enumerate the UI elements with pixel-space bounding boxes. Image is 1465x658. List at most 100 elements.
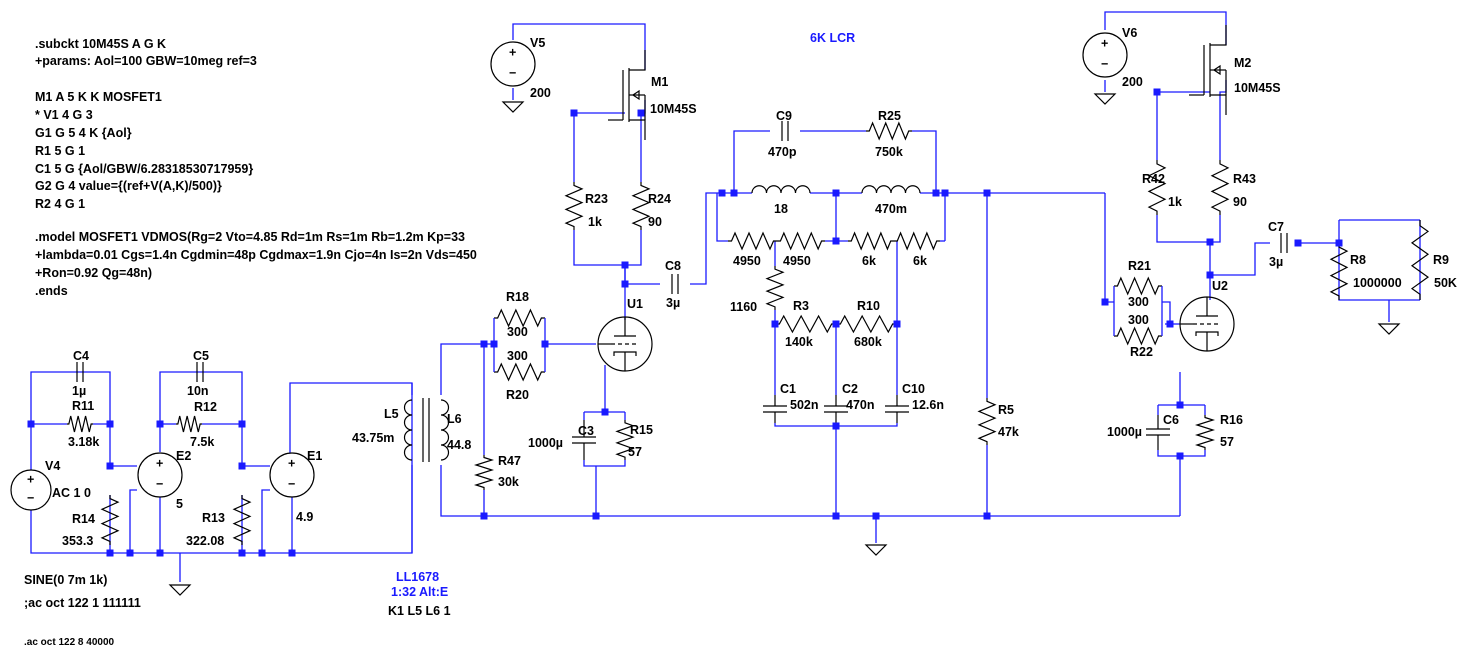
- component-label: R9: [1433, 253, 1449, 267]
- res-R18: [494, 308, 545, 328]
- component-label: R3: [793, 299, 809, 313]
- minus-sign: −: [1101, 57, 1108, 71]
- component-label: 7.5k: [190, 435, 214, 449]
- component-label: R24: [648, 192, 671, 206]
- component-label: M1: [651, 75, 668, 89]
- component-label: C10: [902, 382, 925, 396]
- res-network: [894, 231, 940, 251]
- component-label: 680k: [854, 335, 882, 349]
- junction-dot: [832, 512, 840, 520]
- junction-dot: [1101, 298, 1109, 306]
- label-V4: V4: [45, 459, 60, 473]
- inductor-series: [751, 185, 811, 194]
- junction-dot: [730, 189, 738, 197]
- component-label: M2: [1234, 56, 1251, 70]
- res-R12: [176, 415, 202, 433]
- component-label: V5: [530, 36, 545, 50]
- component-label: 43.75m: [352, 431, 394, 445]
- mosfet-drain: [1210, 25, 1227, 46]
- junction-dot: [27, 420, 35, 428]
- component-label: 50K: [1434, 276, 1457, 290]
- mosfet-arrow: [1212, 64, 1221, 76]
- component-label: L5: [384, 407, 399, 421]
- component-label: 6k: [913, 254, 927, 268]
- junction-dot: [718, 189, 726, 197]
- component-label: 1000µ: [1107, 425, 1142, 439]
- subckt-line: M1 A 5 K K MOSFET1: [35, 90, 162, 104]
- junction-dot: [893, 320, 901, 328]
- component-label: R13: [202, 511, 225, 525]
- component-label: R12: [194, 400, 217, 414]
- res-R42: [1147, 160, 1167, 215]
- junction-dot: [156, 420, 164, 428]
- res-R11: [67, 415, 93, 433]
- component-label: E2: [176, 449, 191, 463]
- res-network: [765, 266, 785, 310]
- component-label: 4950: [783, 254, 811, 268]
- component-label: R20: [506, 388, 529, 402]
- junction-dot: [156, 549, 164, 557]
- junction-dot: [126, 549, 134, 557]
- subckt-line: +lambda=0.01 Cgs=1.4n Cgdmin=48p Cgdmax=…: [35, 248, 477, 262]
- component-label: 1160: [730, 300, 757, 314]
- component-label: 1000µ: [528, 436, 563, 450]
- junction-dot: [1176, 452, 1184, 460]
- component-label: 200: [530, 86, 551, 100]
- subckt-line: G1 G 5 4 K {Aol}: [35, 126, 132, 140]
- component-label: 30k: [498, 475, 519, 489]
- component-label: R5: [998, 403, 1014, 417]
- source-E2: [137, 452, 183, 498]
- junction-dot: [238, 462, 246, 470]
- component-label: 47k: [998, 425, 1019, 439]
- plus-sign: +: [27, 472, 34, 486]
- component-label: R22: [1130, 345, 1153, 359]
- component-label: R25: [878, 109, 901, 123]
- junction-dot: [1335, 239, 1343, 247]
- component-label: 1k: [1168, 195, 1182, 209]
- res-R43: [1210, 160, 1230, 215]
- plus-sign: +: [1101, 37, 1108, 51]
- res-R16: [1194, 415, 1216, 450]
- res-network: [777, 231, 825, 251]
- ground-symbol: [168, 584, 192, 596]
- plus-sign: +: [288, 457, 295, 471]
- ground-symbol: [864, 544, 888, 556]
- component-label: R47: [498, 454, 521, 468]
- plus-sign: +: [509, 46, 516, 60]
- source-V6: [1082, 32, 1128, 78]
- res-R14: [100, 495, 120, 545]
- component-label: 3µ: [666, 296, 680, 310]
- component-label: 10M45S: [1234, 81, 1281, 95]
- value-V4: AC 1 0: [52, 486, 91, 500]
- res-R24: [631, 182, 651, 230]
- source-E1: [269, 452, 315, 498]
- component-label: 322.08: [186, 534, 224, 548]
- transformer-ratio: 1:32 Alt:E: [391, 585, 448, 599]
- res-R21: [1114, 276, 1162, 296]
- component-label: 5: [176, 497, 183, 511]
- sine-directive: SINE(0 7m 1k): [24, 573, 107, 587]
- res-R22: [1114, 326, 1162, 346]
- res-R20: [494, 362, 545, 382]
- subckt-line: C1 5 G {Aol/GBW/6.28318530717959}: [35, 162, 253, 176]
- component-label: 3µ: [1269, 255, 1283, 269]
- component-label: R43: [1233, 172, 1256, 186]
- component-label: 300: [507, 349, 528, 363]
- minus-sign: −: [156, 477, 163, 491]
- ground-symbol: [501, 101, 525, 113]
- component-label: 1µ: [72, 384, 86, 398]
- inductor-series: [861, 185, 921, 194]
- component-label: 300: [1128, 295, 1149, 309]
- component-label: C5: [193, 349, 209, 363]
- junction-dot: [106, 462, 114, 470]
- inductor-L6: [440, 399, 450, 461]
- subckt-line: .subckt 10M45S A G K: [35, 37, 166, 51]
- junction-dot: [238, 420, 246, 428]
- plus-sign: +: [156, 457, 163, 471]
- junction-dot: [258, 549, 266, 557]
- component-label: C4: [73, 349, 89, 363]
- subckt-line: .model MOSFET1 VDMOS(Rg=2 Vto=4.85 Rd=1m…: [35, 230, 465, 244]
- title-label: 6K LCR: [810, 31, 855, 45]
- junction-dot: [941, 189, 949, 197]
- component-label: 57: [628, 445, 642, 459]
